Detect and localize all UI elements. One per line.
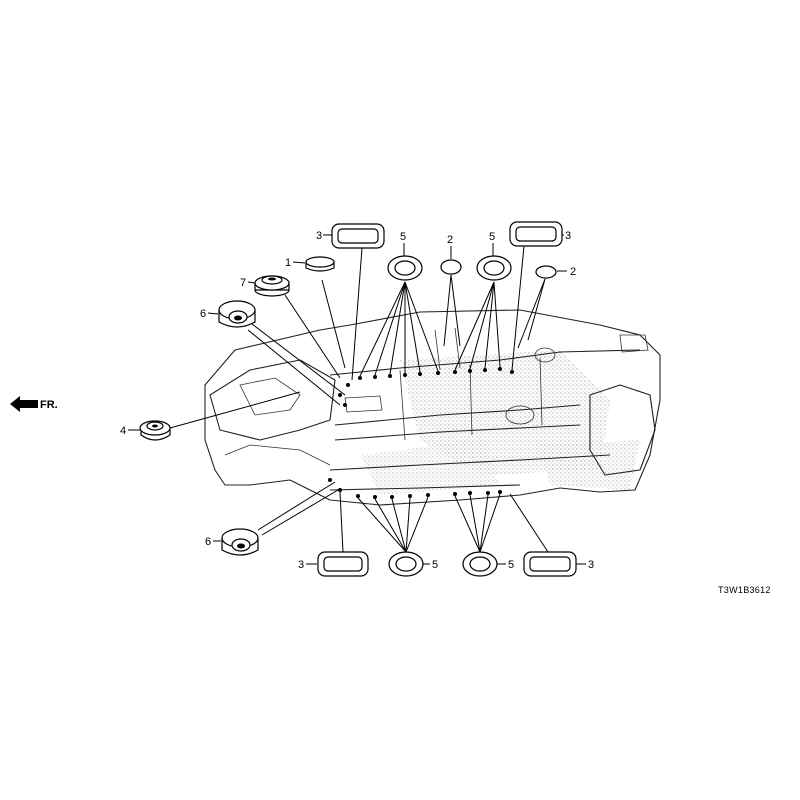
part-2-oval-plug-top-icon <box>440 259 462 275</box>
part-4-grommet-icon <box>139 420 171 441</box>
callout-3-bottom-right: 3 <box>588 559 594 571</box>
callout-7: 7 <box>240 277 246 289</box>
front-label: FR. <box>40 399 58 411</box>
callout-5-top-left: 5 <box>400 231 406 243</box>
callout-6-top: 6 <box>200 308 206 320</box>
part-7-grommet-icon <box>254 275 290 297</box>
part-3-rect-grommet-bottom-left-icon <box>317 551 369 577</box>
diagram-code: T3W1B3612 <box>718 585 771 595</box>
part-6-grommet-bottom-icon <box>221 528 259 556</box>
part-2-oval-plug-right-icon <box>535 265 557 279</box>
callout-6-bottom: 6 <box>205 536 211 548</box>
callout-2-top: 2 <box>447 234 453 246</box>
callout-3-bottom-left: 3 <box>298 559 304 571</box>
callout-3-top-right: 3 <box>565 230 571 242</box>
vehicle-underbody <box>204 309 661 506</box>
part-5-ring-grommet-bottom-left-icon <box>388 551 424 577</box>
callout-3-top-left: 3 <box>316 230 322 242</box>
part-1-plug-icon <box>305 256 335 272</box>
callout-5-top-right: 5 <box>489 231 495 243</box>
part-5-ring-grommet-top-right-icon <box>476 255 512 281</box>
callout-4: 4 <box>120 425 126 437</box>
callout-5-bottom-left: 5 <box>432 559 438 571</box>
part-6-grommet-top-icon <box>218 300 256 328</box>
part-3-rect-grommet-bottom-right-icon <box>523 551 577 577</box>
grommet-hole-markers <box>328 367 514 499</box>
callout-5-bottom-right: 5 <box>508 559 514 571</box>
part-5-ring-grommet-top-left-icon <box>387 255 423 281</box>
callout-2-right: 2 <box>570 266 576 278</box>
front-arrow-icon <box>10 396 38 412</box>
part-3-rect-grommet-top-right-icon <box>509 221 563 247</box>
part-5-ring-grommet-bottom-right-icon <box>462 551 498 577</box>
part-3-rect-grommet-top-left-icon <box>331 223 385 249</box>
callout-1: 1 <box>285 257 291 269</box>
